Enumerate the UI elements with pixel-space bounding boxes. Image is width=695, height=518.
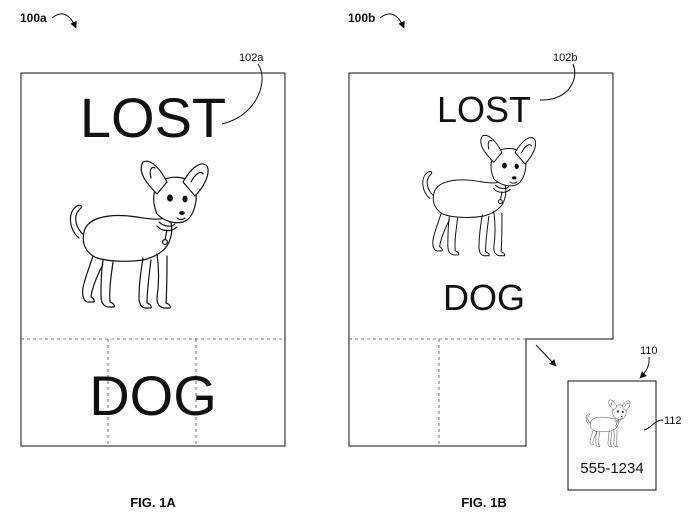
figure-1a: 100a 102a LOST DOG FIG. 1A xyxy=(20,11,285,510)
sign-ref-102b-leader xyxy=(540,64,575,100)
card-ref-110-leader xyxy=(640,357,649,378)
figure-1b: 100b 102b LOST DOG 110 555-1234 112 FIG.… xyxy=(348,11,682,510)
chihuahua-drawing xyxy=(423,135,536,255)
sign-word-lost-b: LOST xyxy=(437,89,531,130)
card-ref-110: 110 xyxy=(640,345,658,357)
chihuahua-drawing xyxy=(586,400,630,447)
arrow-icon xyxy=(380,14,404,28)
arrow-icon xyxy=(536,345,556,366)
card-image-ref-112-leader xyxy=(644,420,663,430)
sign-word-dog-a: DOG xyxy=(89,364,217,427)
sign-ref-102b: 102b xyxy=(553,52,577,64)
figure-1a-label: 100a xyxy=(20,11,47,25)
sign-word-lost-a: LOST xyxy=(80,86,226,149)
arrow-icon xyxy=(52,14,76,28)
fig-1b-caption: FIG. 1B xyxy=(461,495,507,510)
card-image-ref-112: 112 xyxy=(664,415,682,427)
chihuahua-drawing xyxy=(70,161,208,308)
card-phone-number: 555-1234 xyxy=(580,460,643,477)
figure-1b-label: 100b xyxy=(348,11,375,25)
sign-ref-102a: 102a xyxy=(239,52,264,64)
sign-word-dog-b: DOG xyxy=(443,277,525,318)
fig-1a-caption: FIG. 1A xyxy=(130,495,176,510)
